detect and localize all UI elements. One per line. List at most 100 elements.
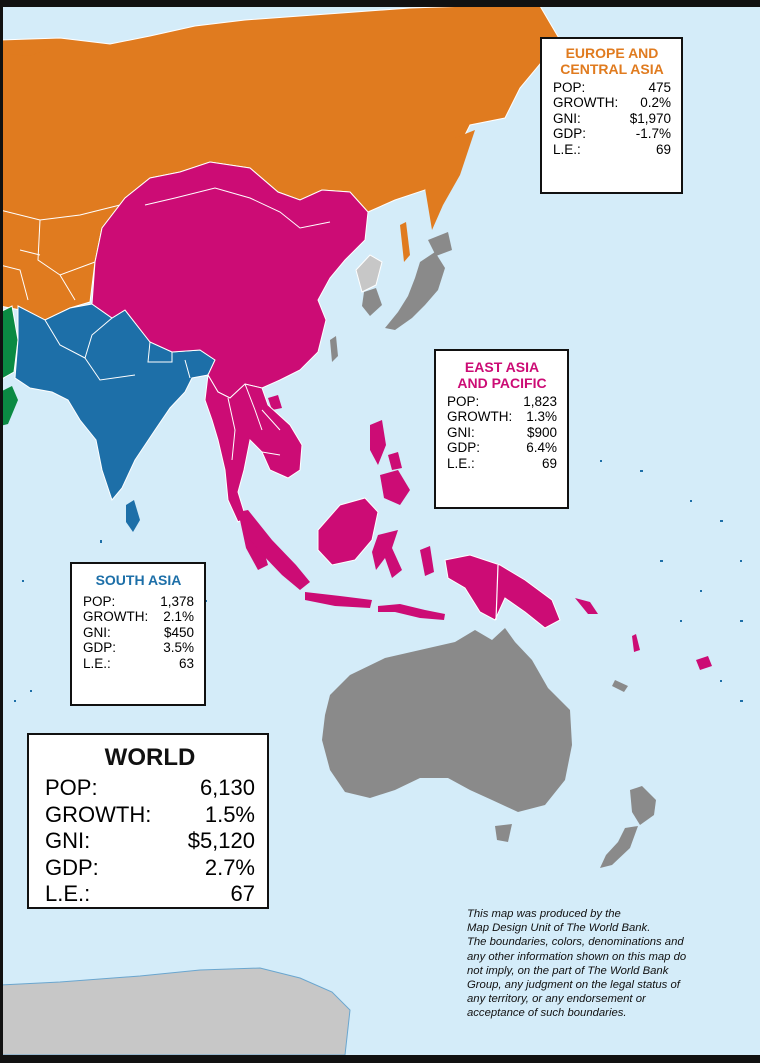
stat-value: $900 [526, 424, 557, 440]
stat-label: GNI: [553, 110, 581, 126]
stat-label: GROWTH: [447, 409, 513, 425]
disclaimer-line: The boundaries, colors, denominations an… [467, 936, 684, 949]
world-row-pop: POP:6,130 [45, 775, 255, 802]
southeast-asia-boundaries [227, 383, 281, 461]
stat-label: GDP: [447, 440, 481, 456]
disclaimer-line: acceptance of such boundaries. [467, 1007, 627, 1020]
mongolia-boundary [144, 187, 331, 229]
new-guinea [444, 554, 561, 629]
stat-row-growth: GROWTH: 0.2% [553, 95, 671, 110]
stat-row-pop: POP:475 [553, 80, 671, 95]
tasmania [495, 824, 512, 842]
region-title: EAST ASIA AND PACIFIC [447, 359, 557, 391]
region-title: EUROPE AND CENTRAL ASIA [553, 45, 671, 77]
region-title-line2: AND PACIFIC [457, 375, 547, 391]
stat-value: -1.7% [635, 126, 671, 142]
region-box-europe-central-asia: EUROPE AND CENTRAL ASIA POP:475 GROWTH: 0… [540, 37, 683, 194]
stat-value: 69 [541, 455, 557, 471]
region-title-line1: EAST ASIA [464, 359, 540, 375]
stat-value: 67 [230, 881, 255, 906]
stat-label: GNI: [45, 828, 91, 853]
region-title: SOUTH ASIA [95, 572, 182, 588]
png-boundary [495, 564, 499, 621]
stat-label: GROWTH: [45, 801, 152, 827]
hokkaido [428, 232, 452, 256]
stat-value: 1,378 [160, 594, 194, 609]
solomon-islands [575, 598, 598, 614]
north-korea [355, 254, 383, 293]
vanuatu [632, 634, 640, 652]
stat-row-gdp: GDP: 6.4% [447, 440, 557, 455]
stat-label: GNI: [83, 624, 111, 640]
map-frame-top [0, 0, 760, 7]
stat-label: L.E.: [45, 881, 91, 906]
stat-row-le: L.E.: 63 [83, 656, 194, 671]
japan [385, 252, 445, 330]
disclaimer-line: Map Design Unit of The World Bank. [467, 922, 651, 935]
disclaimer-line: not imply, on the part of The World Bank [467, 964, 669, 977]
new-caledonia [612, 680, 628, 692]
stat-value: 2.7% [204, 854, 255, 880]
stat-row-pop: POP:1,823 [447, 394, 557, 409]
region-box-south-asia: SOUTH ASIA POP:1,378 GROWTH:2.1% GNI:$45… [70, 562, 206, 706]
new-zealand-south [600, 826, 638, 868]
stat-label: POP: [45, 775, 98, 800]
region-oman [0, 386, 18, 426]
lesser-sunda-islands [378, 604, 445, 620]
disclaimer-line: any other information shown on this map … [467, 950, 687, 963]
stat-row-le: L.E.: 69 [553, 142, 671, 157]
stat-label: GROWTH: [83, 609, 149, 625]
stat-row-gdp: GDP:-1.7% [553, 126, 671, 141]
stat-row-growth: GROWTH: 1.3% [447, 409, 557, 424]
stat-value: 6.4% [526, 440, 557, 456]
stat-value: 0.2% [640, 95, 671, 111]
sulawesi [372, 530, 402, 578]
region-box-east-asia-pacific: EAST ASIA AND PACIFIC POP:1,823 GROWTH: 1… [434, 349, 569, 509]
stat-label: GDP: [83, 640, 117, 656]
stat-row-gdp: GDP:3.5% [83, 640, 194, 655]
world-row-gni: GNI:$5,120 [45, 828, 255, 855]
stat-label: POP: [83, 594, 116, 609]
region-title-line2: CENTRAL ASIA [560, 61, 664, 77]
stat-value: 69 [655, 141, 671, 157]
central-asia-boundaries [0, 204, 121, 301]
philippines-south [380, 470, 410, 505]
borneo [317, 497, 379, 566]
stat-value: 1.3% [526, 409, 557, 425]
sumatra [238, 510, 310, 590]
australia [322, 628, 572, 812]
region-title-line1: EUROPE AND [565, 45, 659, 61]
stat-label: L.E.: [553, 141, 581, 157]
world-row-gdp: GDP: 2.7% [45, 855, 255, 882]
stat-value: 1.5% [204, 801, 255, 827]
stat-value: 63 [178, 655, 194, 671]
world-summary-box: WORLD POP:6,130 GROWTH: 1.5% GNI:$5,120 G… [27, 733, 269, 909]
kamchatka [425, 130, 475, 230]
stat-row-gni: GNI: $1,970 [553, 111, 671, 126]
region-china-mongolia [91, 161, 369, 399]
hainan [268, 395, 282, 410]
disclaimer-line: Group, any judgment on the legal status … [467, 979, 680, 992]
maluku [420, 546, 434, 576]
stat-label: L.E.: [447, 455, 475, 471]
taiwan [330, 336, 338, 362]
map-frame-bottom [0, 1055, 760, 1063]
stat-label: GDP: [45, 854, 99, 880]
fiji [696, 656, 712, 670]
stat-label: POP: [553, 80, 586, 95]
disclaimer-line: This map was produced by the [467, 908, 621, 920]
disclaimer-line: any territory, or any endorsement or [467, 993, 646, 1006]
world-title: WORLD [104, 744, 196, 771]
sakhalin [400, 222, 410, 262]
south-korea [362, 288, 382, 316]
stat-row-growth: GROWTH:2.1% [83, 609, 194, 624]
stat-label: L.E.: [83, 655, 111, 671]
stat-value: $1,970 [629, 110, 671, 126]
stat-label: GROWTH: [553, 95, 619, 111]
sri-lanka [126, 500, 140, 532]
philippines [370, 420, 386, 465]
world-row-growth: GROWTH: 1.5% [45, 802, 255, 829]
map-disclaimer: This map was produced by the Map Design … [467, 907, 757, 1021]
philippines-islands [388, 452, 402, 470]
stat-row-le: L.E.: 69 [447, 456, 557, 471]
